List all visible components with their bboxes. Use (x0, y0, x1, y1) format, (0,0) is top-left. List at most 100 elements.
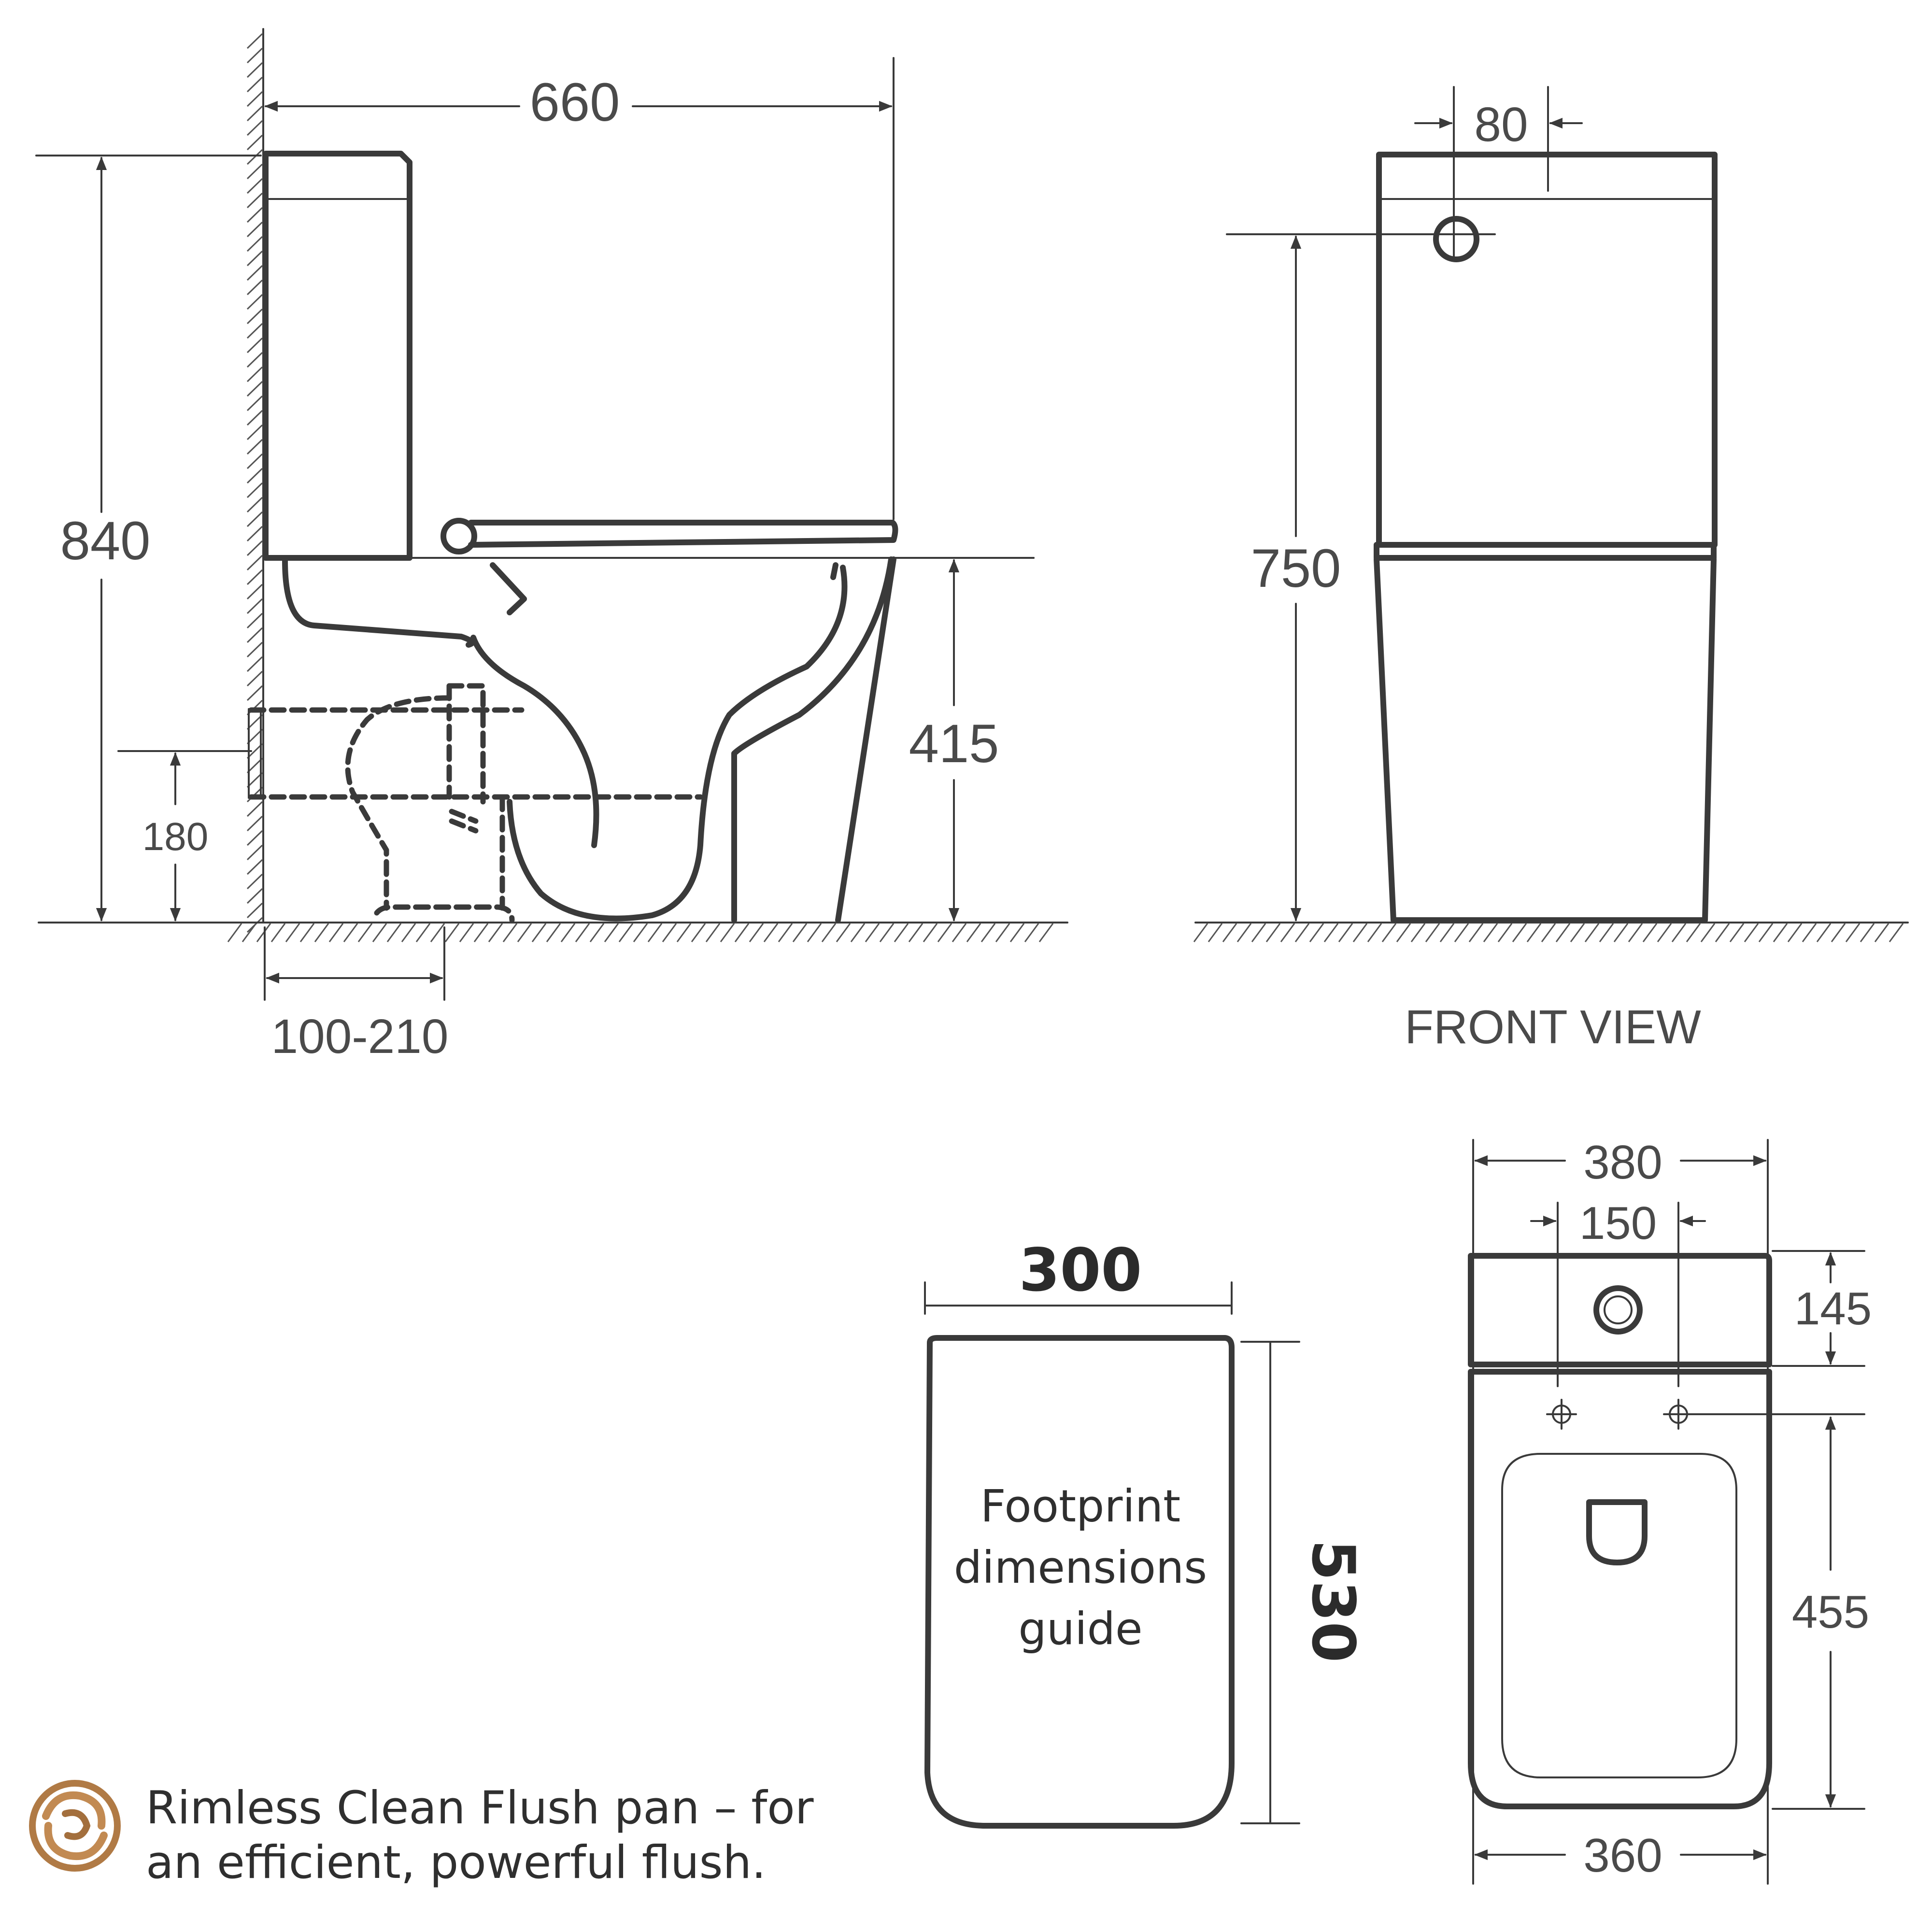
feature-note: Rimless Clean Flush pan – for an efficie… (29, 1780, 814, 1889)
hatch-mark (246, 482, 263, 498)
hatch-mark (246, 236, 263, 252)
hatch-mark (246, 120, 263, 136)
hatch-mark (415, 923, 431, 942)
hatch-mark (1352, 923, 1368, 942)
wall-hatch (246, 33, 263, 933)
front-seat (1374, 542, 1717, 561)
hatch-mark (246, 221, 263, 238)
hatch-mark (720, 923, 735, 942)
hatch-mark (246, 526, 263, 542)
hatch-mark (314, 923, 329, 942)
hatch-mark (246, 685, 263, 701)
floor-hatch (227, 923, 1054, 942)
hatch-mark (246, 859, 263, 875)
dim-300-label: 300 (1019, 1236, 1142, 1305)
hatch-mark (1860, 923, 1875, 942)
hatch-mark (1439, 923, 1455, 942)
hatch-mark (246, 337, 263, 354)
hatch-mark (246, 728, 263, 745)
hatch-mark (1251, 923, 1266, 942)
hatch-mark (865, 923, 880, 942)
floor-waste-base (374, 904, 515, 923)
hatch-mark (246, 105, 263, 122)
pan-back (282, 557, 475, 648)
footprint-guide: 300 530 Footprint dimensions guide (924, 1236, 1367, 1829)
hatch-mark (246, 163, 263, 180)
hatch-mark (836, 923, 851, 942)
pan-connector (446, 683, 486, 805)
hatch-mark (676, 923, 692, 942)
feature-note-line-2: an efficient, powerful flush. (146, 1836, 766, 1889)
front-cistern (1376, 152, 1718, 548)
pan-front-outer (835, 556, 896, 923)
hatch-mark (328, 923, 344, 942)
dim-150-label: 150 (1579, 1197, 1657, 1249)
dim-360-label: 360 (1583, 1829, 1662, 1882)
hatch-mark (1338, 923, 1353, 942)
hatch-mark (459, 923, 474, 942)
hatch-mark (246, 453, 263, 469)
hatch-mark (560, 923, 576, 942)
hatch-mark (1700, 923, 1716, 942)
hatch-mark (705, 923, 721, 942)
hatch-mark (246, 497, 263, 513)
hatch-mark (246, 670, 263, 687)
hatch-mark (246, 757, 263, 774)
hatch-mark (246, 47, 263, 64)
hatch-mark (246, 134, 263, 151)
hatch-mark (246, 554, 263, 571)
front-view: 80 750 FRONT VIEW (1193, 86, 1909, 1053)
hatch-mark (1889, 923, 1904, 942)
hatch-mark (246, 62, 263, 78)
hatch-mark (246, 540, 263, 556)
dim-setout-label: 100-210 (271, 1009, 449, 1064)
hatch-mark (246, 772, 263, 788)
dim-415-label: 415 (909, 713, 999, 774)
hatch-mark (821, 923, 837, 942)
hatch-mark (792, 923, 808, 942)
hatch-mark (246, 410, 263, 426)
hatch-mark (517, 923, 532, 942)
hatch-mark (246, 294, 263, 310)
hatch-mark (246, 656, 263, 672)
hatch-mark (246, 33, 263, 49)
hatch-mark (1410, 923, 1426, 942)
hatch-mark (246, 844, 263, 861)
hatch-mark (575, 923, 590, 942)
bowl-outline (507, 565, 848, 922)
hatch-mark (923, 923, 938, 942)
hatch-mark (473, 923, 489, 942)
hatch-mark (1802, 923, 1817, 942)
connector-marks (449, 809, 479, 834)
hatch-mark (246, 207, 263, 223)
footprint-label-line-1: Footprint (980, 1480, 1180, 1532)
top-pan-outline (1468, 1369, 1772, 1809)
hatch-mark (531, 923, 547, 942)
hatch-mark (908, 923, 923, 942)
flush-button-top (1593, 1285, 1643, 1335)
hatch-mark (246, 511, 263, 527)
hatch-mark (246, 395, 263, 412)
hatch-mark (246, 815, 263, 832)
hatch-mark (502, 923, 518, 942)
hatch-mark (401, 923, 416, 942)
hatch-mark (1236, 923, 1252, 942)
cistern-outline (263, 151, 412, 561)
front-floor-hatch (1193, 923, 1904, 942)
footprint-outline (924, 1335, 1235, 1829)
bowl-outlet (1586, 1499, 1648, 1565)
hatch-mark (246, 250, 263, 267)
flush-button-top-inner (1604, 1295, 1633, 1324)
hatch-mark (1367, 923, 1382, 942)
hatch-mark (246, 76, 263, 93)
hatch-mark (807, 923, 822, 942)
hatch-mark (1526, 923, 1542, 942)
hatch-mark (952, 923, 967, 942)
hatch-mark (246, 641, 263, 658)
hatch-mark (604, 923, 619, 942)
front-pan (1374, 556, 1717, 923)
hatch-mark (246, 323, 263, 339)
hatch-mark (1483, 923, 1498, 942)
hatch-mark (879, 923, 895, 942)
hatch-mark (1686, 923, 1701, 942)
